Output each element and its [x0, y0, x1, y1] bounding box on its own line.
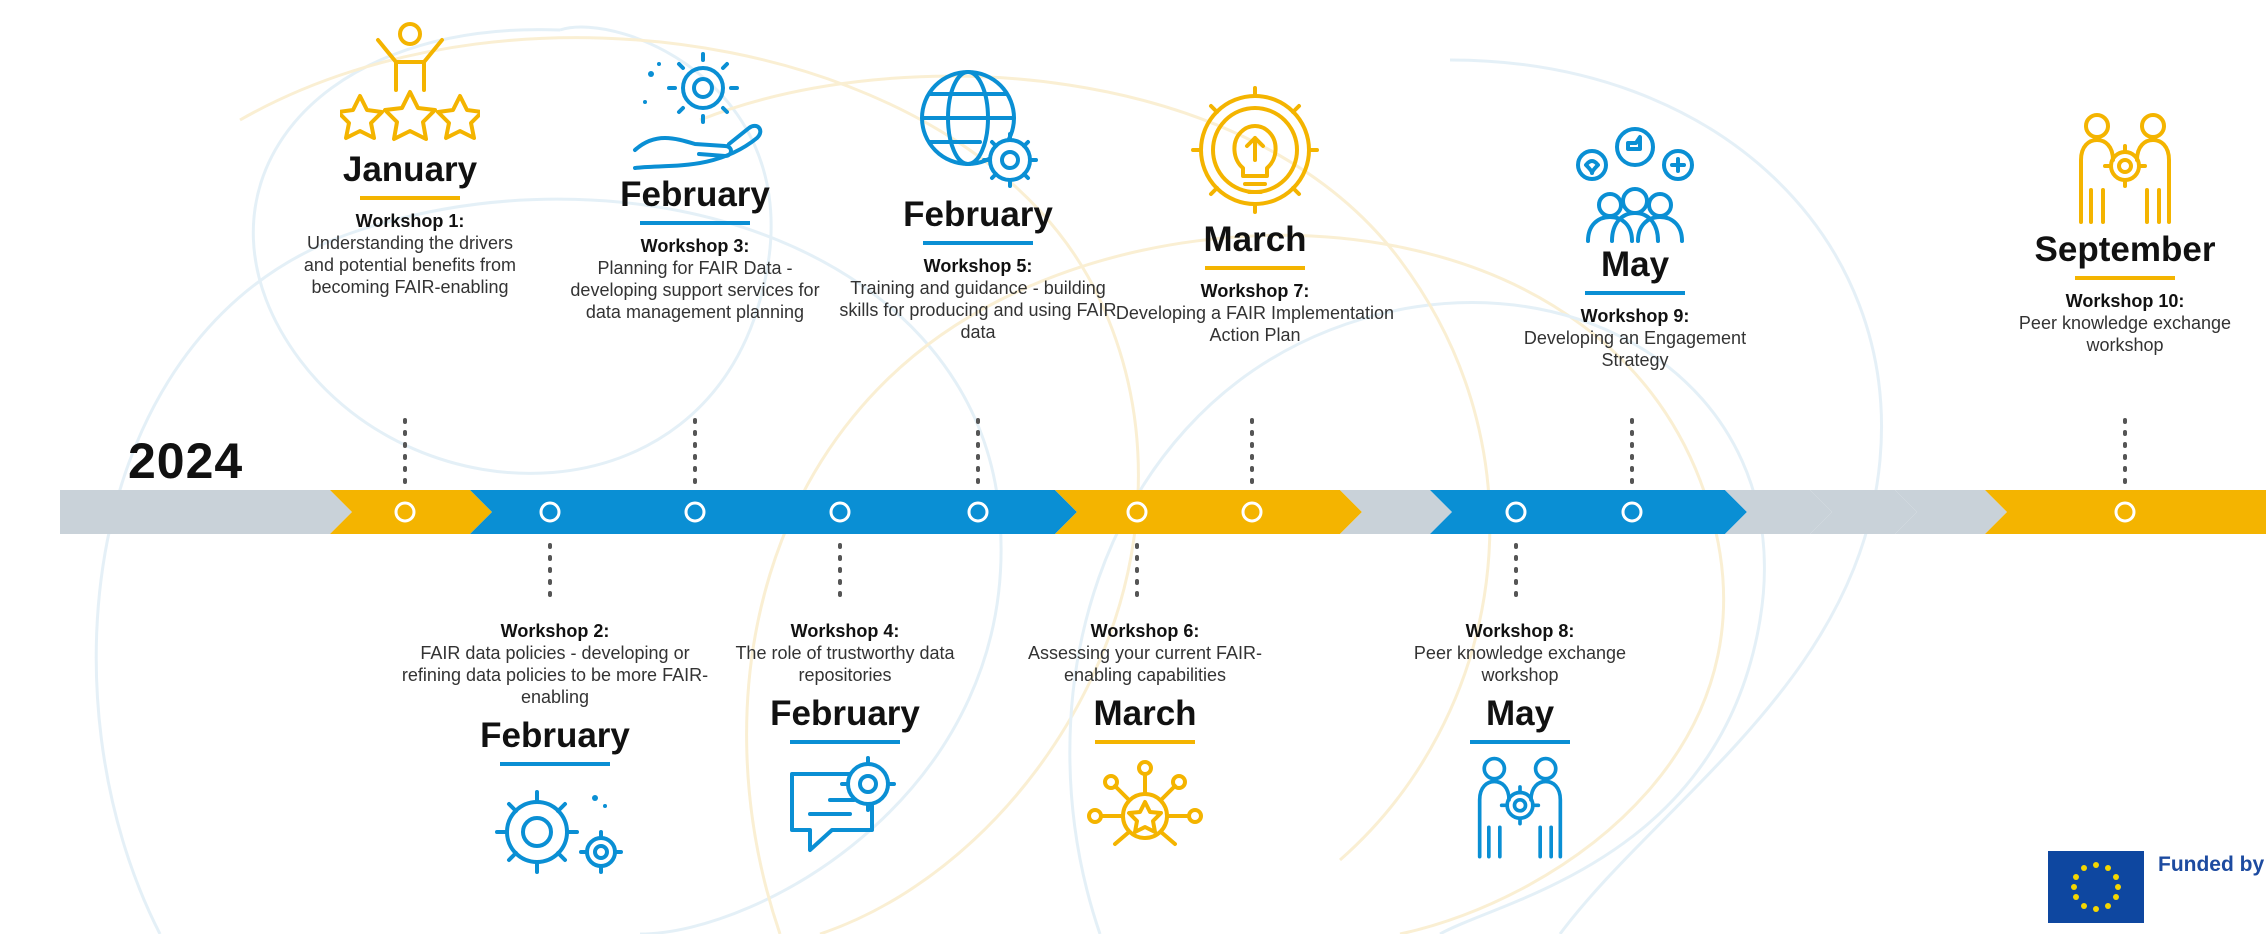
- month-label: May: [1485, 694, 1555, 733]
- people-social-icon: [1576, 127, 1694, 243]
- chat-gear-icon: [790, 756, 896, 852]
- timeline-marker: [2114, 501, 2136, 523]
- month-label: September: [2034, 230, 2216, 269]
- timeline-marker: [684, 501, 706, 523]
- month-underline: [500, 762, 610, 766]
- timeline-marker: [394, 501, 416, 523]
- event-workshop-2: Workshop 2: FAIR data policies - develop…: [395, 620, 715, 876]
- workshop-number: Workshop 6:: [1090, 621, 1200, 641]
- workshop-description: FAIR data policies - developing or refin…: [401, 643, 709, 707]
- timeline-marker: [539, 501, 561, 523]
- timeline-segment: [470, 490, 1077, 534]
- network-star-icon: [1087, 760, 1203, 846]
- hand-gear-icon: [633, 52, 763, 170]
- month-underline: [1205, 266, 1305, 270]
- month-label: February: [770, 694, 920, 733]
- workshop-description: The role of trustworthy data repositorie…: [735, 643, 955, 685]
- event-workshop-8: Workshop 8: Peer knowledge exchange work…: [1395, 620, 1645, 864]
- timeline-marker: [1621, 501, 1643, 523]
- lightbulb-gear-icon: [1191, 86, 1319, 214]
- eu-funding-logo: Funded by the European Union: [2048, 845, 2266, 934]
- month-underline: [2075, 276, 2175, 280]
- funding-text: Funded by the European Union: [2158, 853, 2266, 876]
- timeline-marker: [829, 501, 851, 523]
- timeline-segment: [1810, 490, 1917, 534]
- workshop-description: Peer knowledge exchange workshop: [1413, 643, 1627, 685]
- event-workshop-1: January Workshop 1: Understanding the dr…: [300, 20, 520, 298]
- workshop-description: Understanding the drivers and potential …: [303, 233, 517, 297]
- workshop-number: Workshop 2:: [500, 621, 610, 641]
- workshop-number: Workshop 8:: [1465, 621, 1575, 641]
- workshop-description: Assessing your current FAIR-enabling cap…: [1027, 643, 1263, 685]
- month-label: March: [1093, 694, 1197, 733]
- month-underline: [1470, 740, 1570, 744]
- month-underline: [360, 196, 460, 200]
- timeline-segment: [1895, 490, 2007, 534]
- globe-gear-icon: [920, 70, 1038, 188]
- month-label: February: [480, 716, 630, 755]
- workshop-number: Workshop 7:: [1200, 281, 1310, 301]
- people-gear-icon: [2079, 113, 2171, 224]
- timeline-segment: [1725, 490, 1832, 534]
- timeline-marker: [1505, 501, 1527, 523]
- workshop-number: Workshop 1:: [355, 211, 465, 231]
- timeline-segment: [1340, 490, 1452, 534]
- month-label: February: [903, 195, 1053, 234]
- timeline-marker: [1241, 501, 1263, 523]
- month-label: January: [342, 150, 478, 189]
- year-label: 2024: [128, 433, 244, 489]
- workshop-description: Peer knowledge exchange workshop: [2018, 313, 2232, 355]
- month-underline: [923, 241, 1033, 245]
- workshop-description: Planning for FAIR Data - developing supp…: [570, 258, 820, 322]
- timeline-marker: [1126, 501, 1148, 523]
- workshop-description: Training and guidance - building skills …: [839, 278, 1117, 342]
- month-underline: [640, 221, 750, 225]
- timeline-segment: [60, 490, 352, 534]
- month-underline: [1095, 740, 1195, 744]
- event-workshop-9: May Workshop 9: Developing an Engagement…: [1515, 125, 1755, 371]
- timeline-segment: [1430, 490, 1747, 534]
- eu-flag-icon: [2048, 851, 2144, 923]
- person-stars-icon: [340, 22, 480, 141]
- event-workshop-5: February Workshop 5: Training and guidan…: [838, 60, 1118, 343]
- timeline-segment: [1985, 490, 2266, 534]
- event-workshop-3: February Workshop 3: Planning for FAIR D…: [555, 40, 835, 323]
- timeline-segment: [330, 490, 492, 534]
- event-workshop-10: September Workshop 10: Peer knowledge ex…: [2005, 110, 2245, 356]
- people-gear-icon: [1477, 756, 1563, 859]
- timeline-marker: [967, 501, 989, 523]
- workshop-number: Workshop 5:: [923, 256, 1033, 276]
- event-workshop-4: Workshop 4: The role of trustworthy data…: [735, 620, 955, 854]
- month-label: March: [1203, 220, 1307, 259]
- month-label: February: [620, 175, 770, 214]
- workshop-description: Developing a FAIR Implementation Action …: [1115, 303, 1395, 345]
- gears-icon: [495, 790, 623, 874]
- event-workshop-7: March Workshop 7: Developing a FAIR Impl…: [1115, 80, 1395, 346]
- workshop-number: Workshop 9:: [1580, 306, 1690, 326]
- workshop-description: Developing an Engagement Strategy: [1523, 328, 1747, 370]
- month-underline: [790, 740, 900, 744]
- workshop-number: Workshop 4:: [790, 621, 900, 641]
- event-workshop-6: Workshop 6: Assessing your current FAIR-…: [1005, 620, 1285, 854]
- workshop-number: Workshop 3:: [640, 236, 750, 256]
- month-underline: [1585, 291, 1685, 295]
- timeline-segment: [1055, 490, 1362, 534]
- workshop-number: Workshop 10:: [2065, 291, 2185, 311]
- month-label: May: [1600, 245, 1670, 284]
